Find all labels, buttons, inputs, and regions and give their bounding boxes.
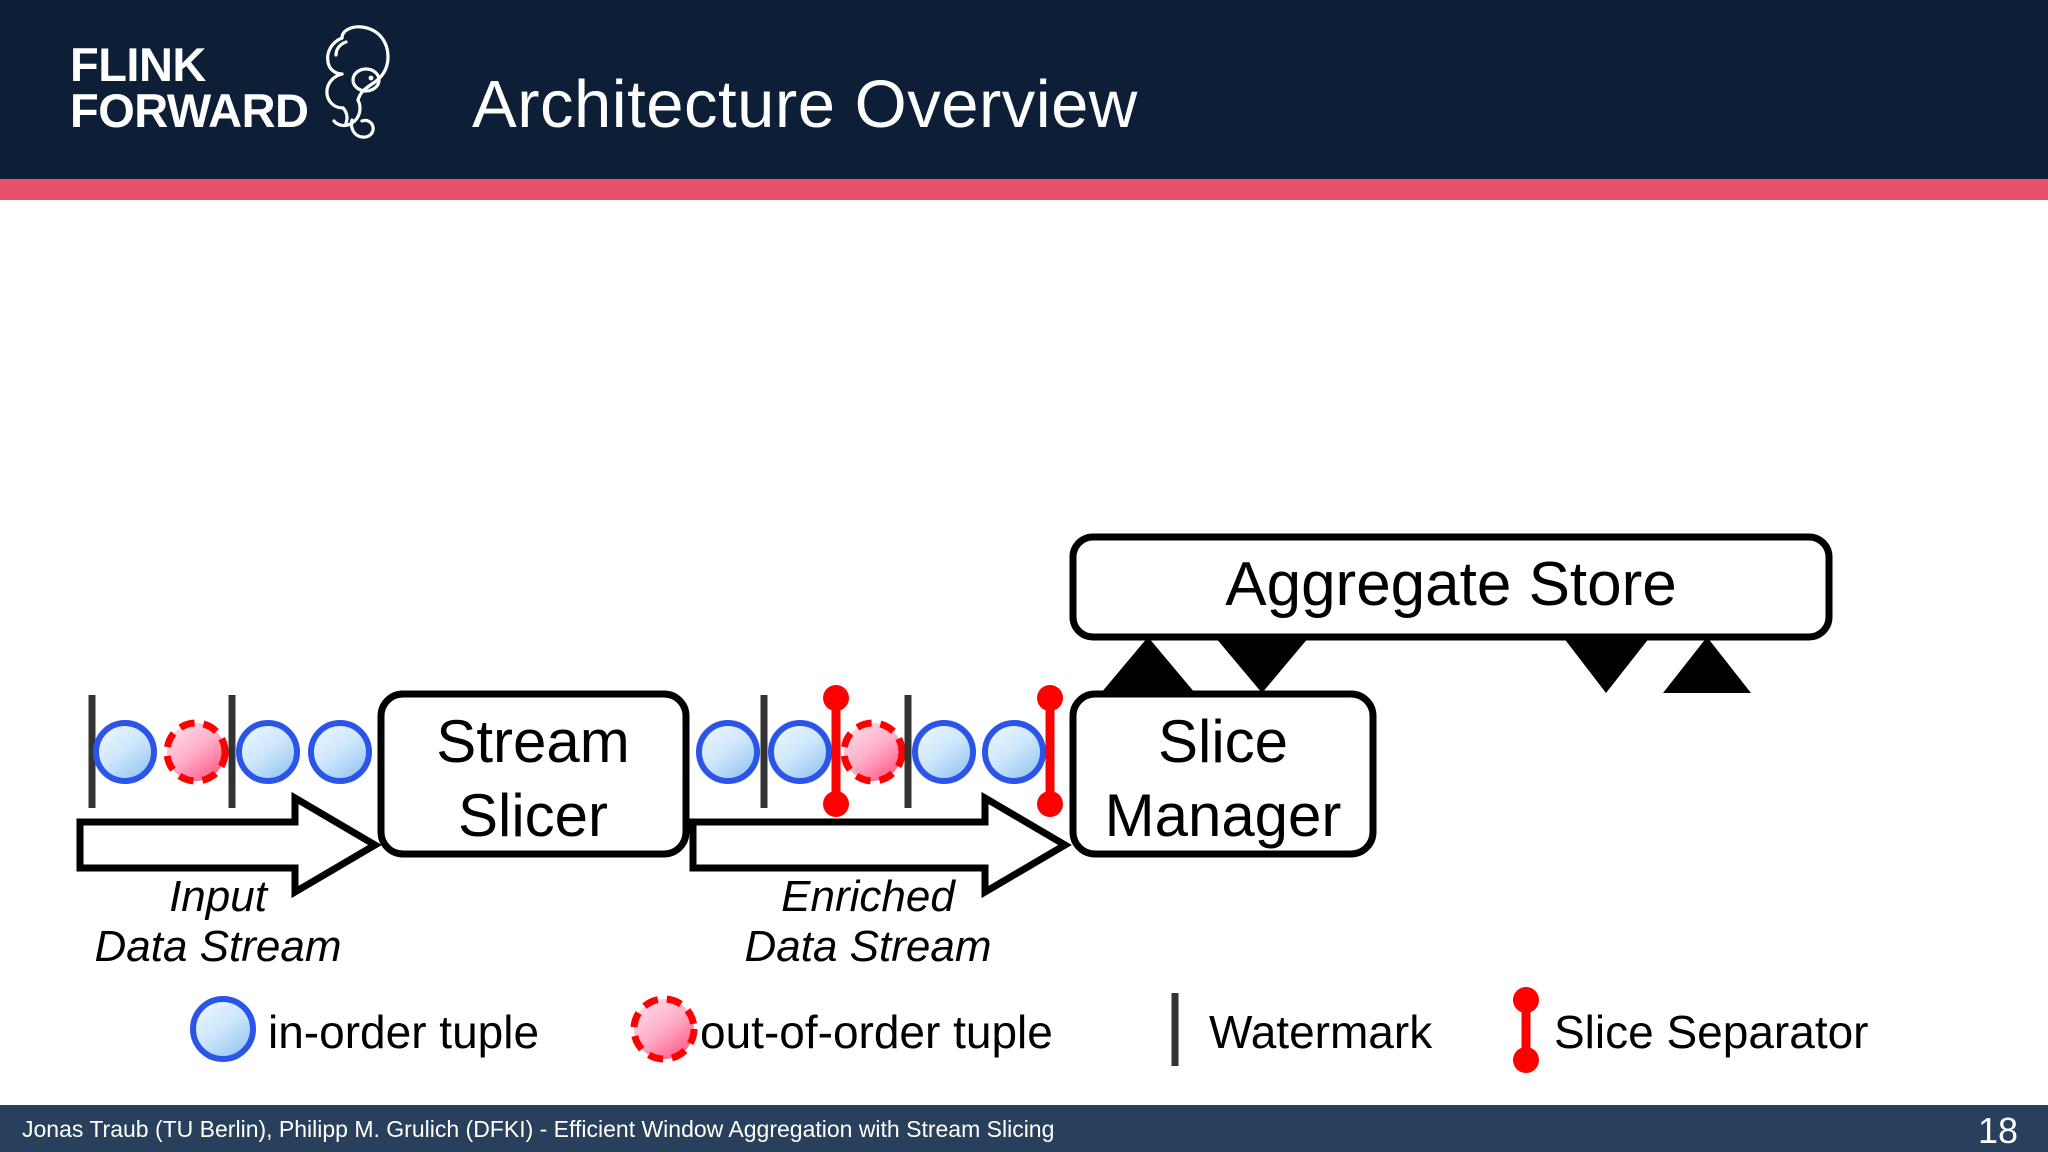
enriched-stream-label-line2: Data Stream (745, 922, 992, 971)
arrowhead-up-2 (1663, 637, 1751, 693)
legend: in-order tuple out-of-order tuple Waterm… (190, 987, 1869, 1073)
aggregate-store-label: Aggregate Store (1225, 550, 1677, 619)
logo-line-1: FLINK (70, 38, 206, 91)
in-order-tuple-icon (696, 720, 760, 784)
out-of-order-tuple-icon (163, 719, 229, 785)
page-number: 18 (1977, 1110, 2018, 1151)
aggregate-store-box[interactable]: Aggregate Store (1069, 533, 1833, 641)
legend-item-slice-separator: Slice Separator (1513, 987, 1869, 1073)
architecture-diagram: Aggregate Store Stream Slicer Slice Mana… (76, 533, 1869, 1073)
flink-forward-logo: FLINK FORWARD (70, 22, 390, 162)
legend-item-watermark: Watermark (1171, 993, 1433, 1066)
input-stream-label: Input Data Stream (95, 872, 342, 971)
legend-label-slice-separator: Slice Separator (1554, 1006, 1869, 1058)
in-order-tuple-icon (190, 996, 256, 1062)
input-stream-label-line2: Data Stream (95, 922, 342, 971)
enriched-stream-tuples (696, 685, 1063, 817)
slice-separator-icon (1513, 987, 1539, 1073)
aggregate-store-arrowheads (1101, 637, 1751, 693)
slide-header: FLINK FORWARD Architecture Overview (0, 0, 2048, 179)
in-order-tuple-icon (308, 720, 372, 784)
slice-separator-icon (823, 685, 849, 817)
slice-manager-box[interactable]: Slice Manager (1069, 690, 1377, 858)
slice-manager-label-line1: Slice (1158, 708, 1288, 775)
slice-separator-icon (1037, 685, 1063, 817)
slide-body: Aggregate Store Stream Slicer Slice Mana… (0, 200, 2048, 1105)
in-order-tuple-icon (236, 720, 300, 784)
legend-item-out-of-order-tuple: out-of-order tuple (630, 995, 1053, 1063)
logo-line-2: FORWARD (70, 84, 309, 138)
stream-slicer-label-line2: Slicer (458, 782, 608, 849)
enriched-stream-label-line1: Enriched (781, 872, 956, 921)
in-order-tuple-icon (768, 720, 832, 784)
in-order-tuple-icon (93, 720, 157, 784)
page-title: Architecture Overview (472, 67, 1138, 142)
logo-wordmark: FLINK FORWARD (70, 38, 310, 138)
legend-label-out-of-order-tuple: out-of-order tuple (700, 1006, 1053, 1058)
input-stream-label-line1: Input (169, 872, 269, 921)
legend-item-in-order-tuple: in-order tuple (190, 996, 539, 1062)
footer-attribution: Jonas Traub (TU Berlin), Philipp M. Grul… (22, 1116, 1055, 1142)
stream-slicer-box[interactable]: Stream Slicer (377, 690, 690, 858)
arrowhead-down-2 (1563, 637, 1650, 693)
enriched-stream-label: Enriched Data Stream (745, 872, 992, 971)
arrowhead-down-1 (1215, 637, 1309, 693)
out-of-order-tuple-icon (630, 995, 698, 1063)
enriched-stream-arrow (689, 791, 1072, 899)
input-stream-tuples (88, 695, 372, 808)
arrowhead-up-1 (1101, 637, 1195, 693)
squirrel-logo-icon (325, 25, 390, 139)
legend-label-in-order-tuple: in-order tuple (268, 1006, 539, 1058)
input-stream-arrow (76, 791, 382, 899)
in-order-tuple-icon (982, 720, 1046, 784)
slice-manager-label-line2: Manager (1105, 782, 1342, 849)
out-of-order-tuple-icon (840, 719, 906, 785)
header-accent-bar (0, 179, 2048, 200)
stream-slicer-label-line1: Stream (436, 708, 629, 775)
slide-footer: Jonas Traub (TU Berlin), Philipp M. Grul… (0, 1105, 2048, 1152)
legend-label-watermark: Watermark (1209, 1006, 1433, 1058)
in-order-tuple-icon (912, 720, 976, 784)
